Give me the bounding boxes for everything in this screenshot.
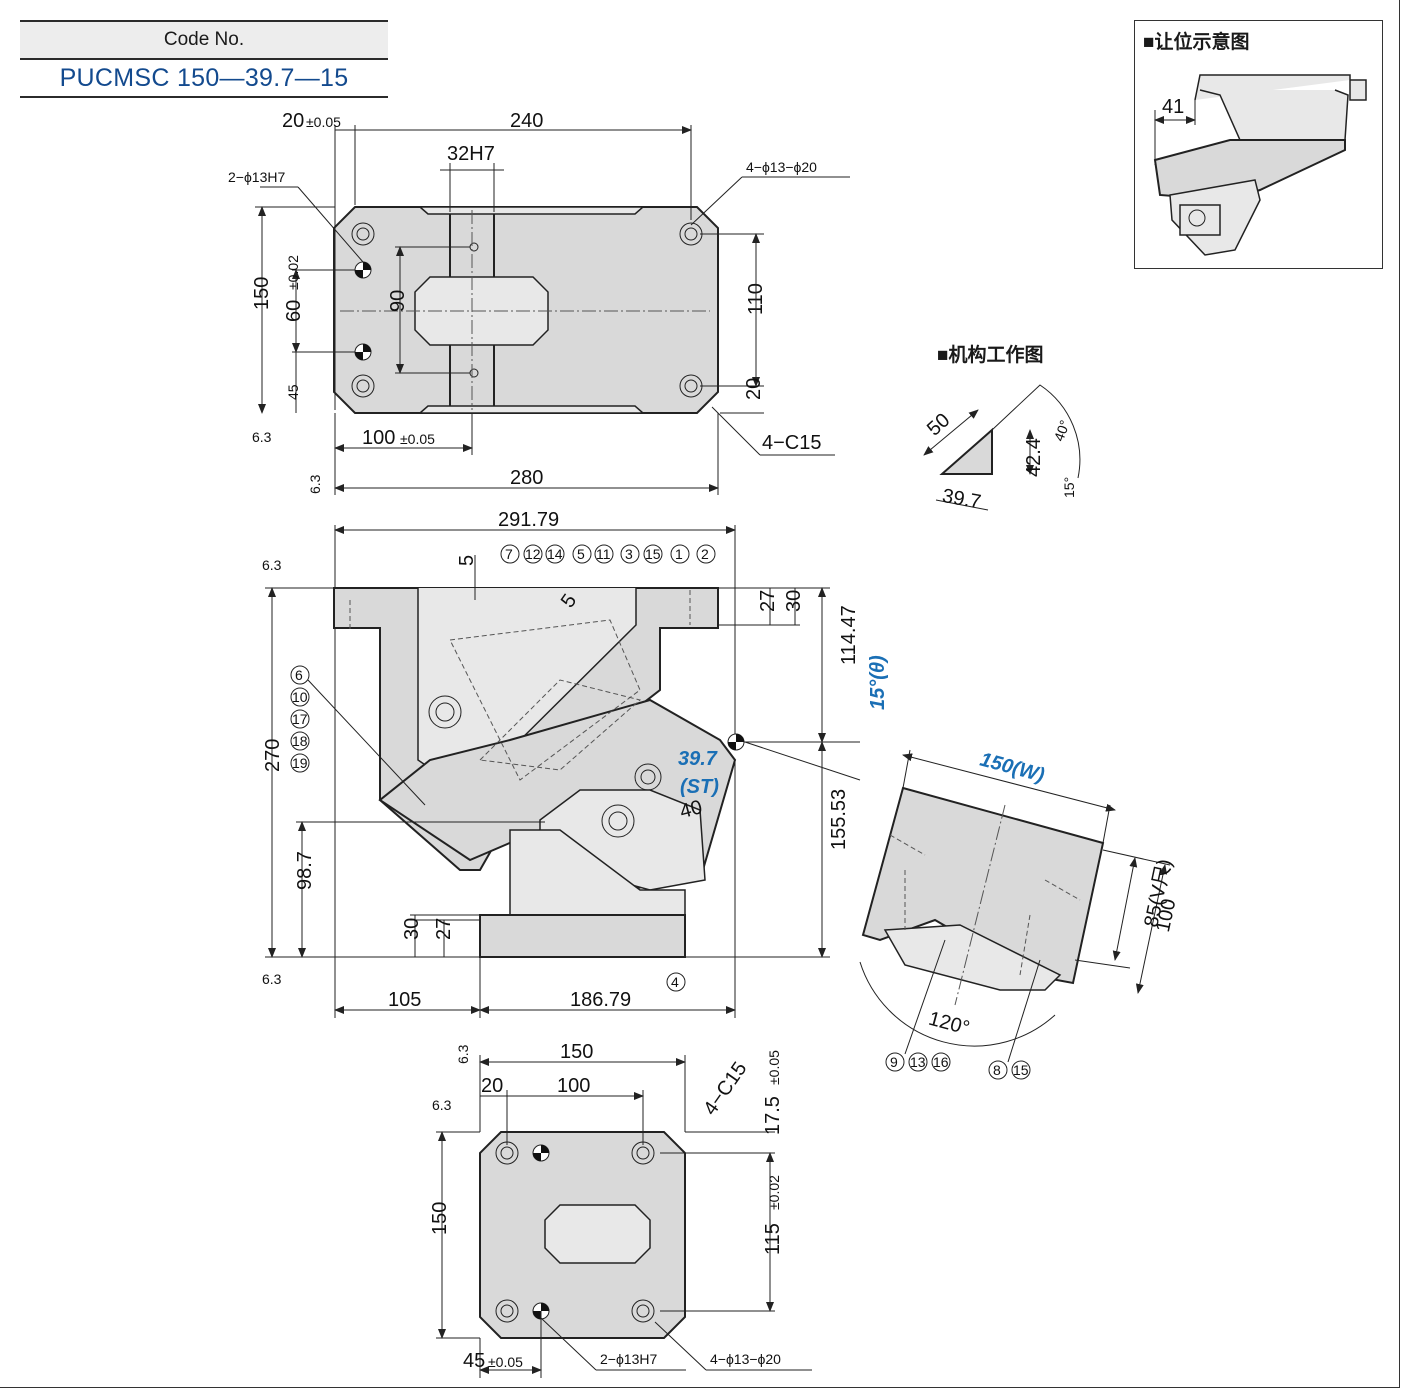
mechanism-angle-40: 40° xyxy=(1051,418,1073,443)
top-dim-45: 45 xyxy=(285,384,301,400)
bottom-tol-17-5: ±0.05 xyxy=(766,1050,782,1085)
balloon: 16 xyxy=(933,1054,949,1070)
mechanism-dim-42-4: 42.4 xyxy=(1023,438,1045,477)
top-dim-100: 100 xyxy=(362,427,395,449)
side-dim-155-53: 155.53 xyxy=(828,789,850,850)
mechanism-angle-15: 15° xyxy=(1061,477,1077,498)
side-stroke-value: 39.7 xyxy=(678,748,718,770)
top-dim-20: 20 xyxy=(282,110,304,132)
balloon: 3 xyxy=(625,546,633,562)
balloon: 1 xyxy=(675,546,683,562)
side-stroke-label: (ST) xyxy=(680,776,719,798)
balloon-4: 4 xyxy=(671,974,679,990)
side-dim-5: 5 xyxy=(456,555,478,566)
side-dim-27b: 27 xyxy=(433,918,455,940)
top-dim-20b: 20 xyxy=(743,378,765,400)
side-view: 291.79 5 5 7 12 14 5 11 3 15 1 2 6 xyxy=(262,509,889,1018)
top-dim-240: 240 xyxy=(510,110,543,132)
top-view: 20 ±0.05 240 32H7 2−ϕ13H7 4−ϕ13−ϕ20 150 … xyxy=(228,110,850,495)
balloon: 9 xyxy=(890,1054,898,1070)
balloon: 10 xyxy=(292,689,308,705)
top-hole-4-13-20: 4−ϕ13−ϕ20 xyxy=(746,159,817,175)
top-tol-100: ±0.05 xyxy=(400,431,435,447)
side-dim-186-79: 186.79 xyxy=(570,989,631,1011)
top-rough-2: 6.3 xyxy=(307,474,323,494)
side-dim-114-47: 114.47 xyxy=(838,605,860,665)
mechanism-diagram: 50 42.4 39.7 40° 15° xyxy=(923,384,1081,513)
side-rough-2: 6.3 xyxy=(262,971,282,987)
end-view: 150(W) 85(V尺) 100 120° 9 13 16 8 15 xyxy=(859,749,1180,1080)
side-dim-270: 270 xyxy=(262,739,284,772)
bottom-dim-45: 45 xyxy=(463,1350,485,1372)
balloon: 15 xyxy=(1013,1062,1029,1078)
clearance-dim-41: 41 xyxy=(1162,96,1184,118)
mechanism-dim-39-7: 39.7 xyxy=(941,485,983,513)
code-number-value: PUCMSC 150—39.7—15 xyxy=(20,60,388,98)
top-dim-60: 60 xyxy=(283,300,305,322)
bottom-dim-115: 115 xyxy=(762,1223,784,1255)
balloon: 11 xyxy=(596,546,611,562)
code-number-label: Code No. xyxy=(20,20,388,60)
side-dim-98-7: 98.7 xyxy=(294,851,316,890)
side-balloons-top: 7 12 14 5 11 3 15 1 2 xyxy=(500,544,716,564)
side-dim-291-79: 291.79 xyxy=(498,509,559,531)
side-dim-27: 27 xyxy=(757,590,779,612)
balloon: 18 xyxy=(292,733,308,749)
balloon: 14 xyxy=(547,546,563,562)
bottom-tol-115: ±0.02 xyxy=(766,1175,782,1210)
end-dim-150w: 150(W) xyxy=(978,749,1047,787)
balloon: 19 xyxy=(292,755,308,771)
top-hole-2-13h7: 2−ϕ13H7 xyxy=(228,169,285,185)
balloon: 12 xyxy=(525,546,541,562)
end-angle-120: 120° xyxy=(926,1008,972,1040)
top-tol-20: ±0.05 xyxy=(306,114,341,130)
top-dim-32h7: 32H7 xyxy=(447,143,495,165)
side-dim-30: 30 xyxy=(783,590,805,612)
balloon: 2 xyxy=(701,546,709,562)
bottom-view: 150 20 100 4−C15 17.5 ±0.05 115 ±0.02 15… xyxy=(429,1041,812,1378)
bottom-rough-2: 6.3 xyxy=(432,1097,452,1113)
balloon: 15 xyxy=(645,546,661,562)
side-balloons-left: 6 10 17 18 19 xyxy=(290,665,426,806)
mechanism-diagram-title: ■机构工作图 xyxy=(937,345,1044,366)
side-dim-30b: 30 xyxy=(401,918,423,940)
end-balloons: 9 13 16 8 15 xyxy=(885,939,1041,1080)
bottom-dim-150: 150 xyxy=(560,1041,593,1063)
balloon: 6 xyxy=(295,667,303,683)
bottom-hole-4-13-20: 4−ϕ13−ϕ20 xyxy=(710,1351,781,1367)
bottom-dim-20: 20 xyxy=(481,1075,503,1097)
balloon: 17 xyxy=(292,711,308,727)
bottom-hole-2-13h7: 2−ϕ13H7 xyxy=(600,1351,657,1367)
bottom-dim-150v: 150 xyxy=(429,1202,451,1235)
side-rough-1: 6.3 xyxy=(262,557,282,573)
code-number-box: Code No. PUCMSC 150—39.7—15 xyxy=(20,20,388,98)
bottom-dim-100: 100 xyxy=(557,1075,590,1097)
balloon: 5 xyxy=(577,546,585,562)
top-view-holes xyxy=(351,222,703,398)
balloon: 8 xyxy=(993,1062,1001,1078)
top-dim-150: 150 xyxy=(251,277,273,310)
balloon: 7 xyxy=(505,546,513,562)
side-dim-105: 105 xyxy=(388,989,421,1011)
bottom-tol-45: ±0.05 xyxy=(488,1354,523,1370)
top-dim-280: 280 xyxy=(510,467,543,489)
top-chamfer: 4−C15 xyxy=(762,432,822,454)
top-dim-90: 90 xyxy=(387,290,409,312)
clearance-diagram: 41 xyxy=(1153,74,1367,256)
clearance-diagram-title: ■让位示意图 xyxy=(1143,32,1250,53)
bottom-rough-1: 6.3 xyxy=(455,1044,471,1064)
bottom-dim-17-5: 17.5 xyxy=(762,1096,784,1135)
side-angle-15: 15°(θ) xyxy=(867,655,889,710)
top-tol-60: ±0.02 xyxy=(285,255,301,290)
bottom-chamfer: 4−C15 xyxy=(699,1058,751,1119)
mechanism-dim-50: 50 xyxy=(923,409,954,440)
balloon: 13 xyxy=(910,1054,926,1070)
top-rough-1: 6.3 xyxy=(252,429,272,445)
